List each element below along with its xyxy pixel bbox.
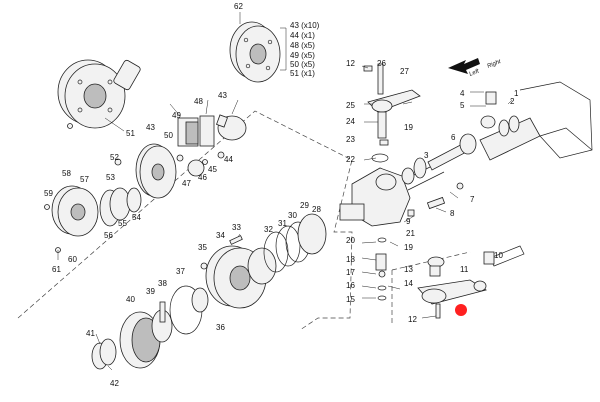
callout-61: 61 [52,265,61,274]
housing-36 [200,233,277,309]
callout-53: 53 [106,173,115,182]
callout-42: 42 [110,379,119,388]
flange-58 [44,185,142,260]
planet-carrier-52 [114,143,177,199]
callout-30: 30 [288,211,297,220]
marker-dot [455,304,467,316]
callout-32: 32 [264,225,273,234]
callout-22: 22 [346,155,355,164]
hub-assembly-51 [57,59,141,132]
callout-48: 48 [194,97,203,106]
callout-3: 3 [424,151,429,160]
callout-46: 46 [198,173,207,182]
callout-33: 33 [232,223,241,232]
callout-21: 21 [406,229,415,238]
callout-47: 47 [182,179,191,188]
callout-37: 37 [176,267,185,276]
callout-4: 4 [460,89,465,98]
legend-line-6: 51 (x1) [290,69,315,78]
callout-49: 49 [172,111,181,120]
callout-5: 5 [460,101,465,110]
callout-57: 57 [80,175,89,184]
legend-line-4: 49 (x5) [290,51,315,60]
callout-55: 55 [118,219,127,228]
axle-housing-21 [339,161,445,227]
callout-13: 13 [404,265,413,274]
callout-43-left: 43 [146,123,155,132]
callout-20: 20 [346,236,355,245]
callout-58: 58 [62,169,71,178]
callout-40: 40 [126,295,135,304]
bearing-41-42 [91,338,117,370]
legend-line-5: 50 (x5) [290,60,315,69]
callout-44: 44 [224,155,233,164]
callout-34: 34 [216,231,225,240]
callout-36: 36 [216,323,225,332]
callout-24: 24 [346,117,355,126]
callout-43-right: 43 [218,91,227,100]
legend-line-2: 44 (x1) [290,31,315,40]
callout-59: 59 [44,189,53,198]
callout-7: 7 [470,195,475,204]
assembly-dash-outline [17,110,353,331]
callout-labels: 1 2 3 4 5 6 7 8 9 10 11 12 12 13 14 15 1… [44,2,519,388]
callout-2: 2 [510,97,515,106]
planet-gear-group [176,114,247,177]
callout-15: 15 [346,295,355,304]
callout-41: 41 [86,329,95,338]
callout-12-top: 12 [346,59,355,68]
direction-left-label: Left [469,68,481,77]
callout-19-bottom: 19 [404,243,413,252]
callout-38: 38 [158,279,167,288]
callout-35: 35 [198,243,207,252]
callout-31: 31 [278,219,287,228]
direction-right-label: Right [487,59,503,70]
callout-62: 62 [234,2,243,11]
direction-indicator: Left Right [448,58,502,78]
callout-50: 50 [164,131,173,140]
callout-23: 23 [346,135,355,144]
callout-1: 1 [514,89,519,98]
callout-12-bottom: 12 [408,315,417,324]
direction-arrow-icon [448,58,480,74]
callout-17: 17 [346,268,355,277]
callout-8: 8 [450,209,455,218]
callout-29: 29 [300,201,309,210]
callout-6: 6 [451,133,456,142]
callout-56: 56 [104,231,113,240]
callout-60: 60 [68,255,77,264]
callout-51: 51 [126,129,135,138]
callout-52: 52 [110,153,119,162]
callout-14: 14 [404,279,413,288]
callout-27: 27 [400,67,409,76]
hub-assembly-62 [229,12,287,83]
legend-line-1: 43 (x10) [290,21,320,30]
callout-10: 10 [494,251,503,260]
ring-gear-40 [119,285,209,369]
bolts-misc [159,65,389,323]
steering-arm-27 [367,63,421,163]
callout-19-top: 19 [404,123,413,132]
callout-26: 26 [377,59,386,68]
small-parts-14-20 [375,182,464,319]
tie-rod-10-11 [417,245,525,305]
legend-line-3: 48 (x5) [290,41,315,50]
callout-54: 54 [132,213,141,222]
ring-set-28-32 [263,213,327,273]
callout-25: 25 [346,101,355,110]
callout-45: 45 [208,165,217,174]
callout-9: 9 [406,217,411,226]
axle-shaft-3 [401,81,593,185]
callout-16: 16 [346,281,355,290]
callout-28: 28 [312,205,321,214]
callout-18: 18 [346,255,355,264]
callout-39: 39 [146,287,155,296]
callout-11: 11 [460,265,469,274]
quantity-legend: 43 (x10) 44 (x1) 48 (x5) 49 (x5) 50 (x5)… [290,21,320,78]
leader-lines [95,65,513,371]
